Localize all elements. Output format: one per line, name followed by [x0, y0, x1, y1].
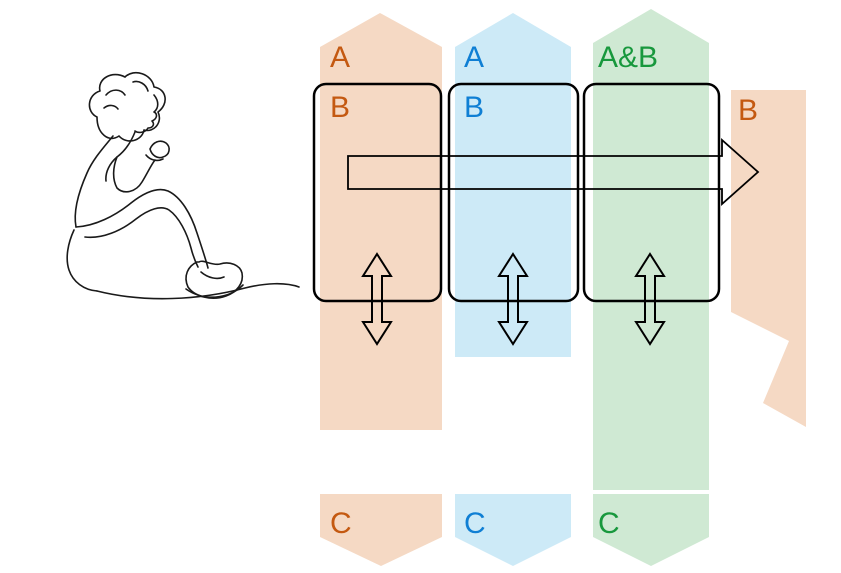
flow-right-arrow-icon	[347, 137, 760, 207]
chevron-c-blue	[455, 494, 571, 566]
band-ab-green	[593, 9, 709, 490]
box-ab-green	[582, 82, 721, 303]
up-down-arrow-icon-1	[361, 252, 393, 346]
label-top-a-blue: A	[464, 41, 484, 74]
person-sitting-icon	[66, 71, 300, 300]
up-down-arrow-icon-2	[497, 252, 529, 346]
label-c-peach: C	[330, 507, 352, 540]
label-top-ab-green: A&B	[598, 41, 658, 74]
label-box-b-peach: B	[330, 91, 350, 124]
up-down-arrow-icon-3	[634, 252, 666, 346]
label-c-blue: C	[464, 507, 486, 540]
label-box-b-blue: B	[464, 91, 484, 124]
label-c-green: C	[598, 507, 620, 540]
box-b-blue	[447, 82, 580, 303]
label-top-a-peach: A	[330, 41, 350, 74]
label-right-b: B	[738, 94, 758, 127]
box-b-peach	[312, 82, 443, 303]
band-a-blue	[455, 13, 571, 357]
band-a-peach	[320, 13, 442, 430]
chevron-c-green	[593, 494, 709, 566]
band-b-right	[731, 90, 806, 427]
chevron-c-peach	[320, 494, 442, 566]
